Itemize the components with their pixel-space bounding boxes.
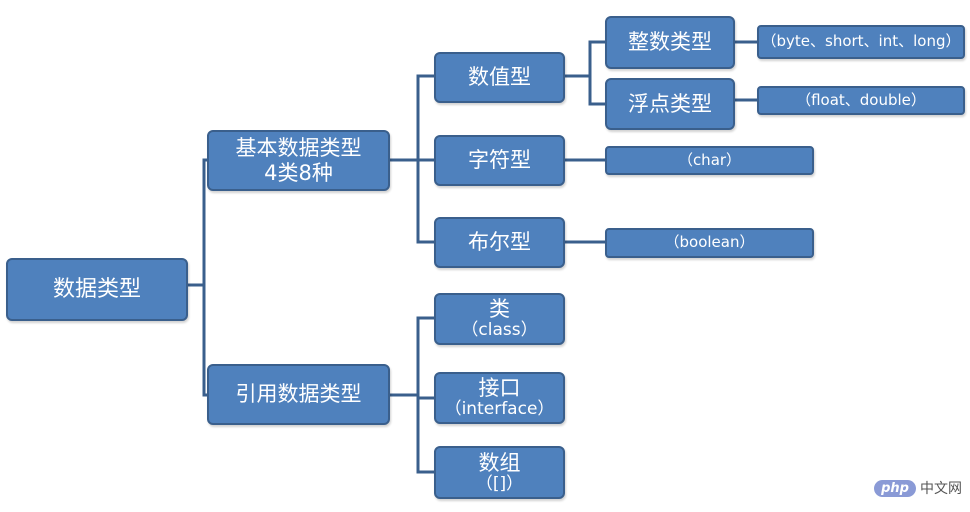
array-node: 数组 （[]）: [434, 446, 565, 499]
class-label: 类: [489, 297, 510, 322]
class-node: 类 （class）: [434, 293, 565, 345]
primitive-types-label: 基本数据类型: [235, 136, 362, 161]
numeric-type-node: 数值型: [434, 52, 565, 103]
watermark-badge: php: [874, 479, 916, 497]
char-type-label: 字符型: [468, 148, 531, 173]
root-label: 数据类型: [52, 276, 141, 302]
numeric-type-label: 数值型: [468, 65, 531, 90]
float-type-node: 浮点类型: [605, 78, 735, 130]
class-keyword: （class）: [461, 320, 538, 341]
boolean-type-label: 布尔型: [468, 230, 531, 255]
boolean-value-box: （boolean）: [605, 228, 814, 258]
integer-type-label: 整数类型: [628, 30, 712, 55]
char-value-text: （char）: [677, 150, 742, 169]
primitive-types-node: 基本数据类型 4类8种: [207, 130, 390, 191]
array-label: 数组: [478, 450, 521, 475]
reference-types-node: 引用数据类型: [207, 364, 390, 425]
reference-types-label: 引用数据类型: [235, 382, 362, 407]
boolean-value-text: （boolean）: [664, 233, 755, 252]
char-value-box: （char）: [605, 146, 814, 175]
watermark: php 中文网: [874, 478, 962, 498]
integer-type-node: 整数类型: [605, 16, 735, 69]
boolean-type-node: 布尔型: [434, 217, 565, 268]
root-node: 数据类型: [6, 258, 188, 321]
float-types-list: （float、double）: [757, 86, 965, 115]
char-type-node: 字符型: [434, 135, 565, 186]
primitive-types-count: 4类8种: [264, 160, 333, 185]
watermark-text: 中文网: [920, 481, 962, 497]
array-keyword: （[]）: [475, 473, 524, 494]
interface-node: 接口 （interface）: [434, 372, 565, 424]
integer-types-list: （byte、short、int、long）: [757, 25, 965, 59]
integer-types-text: （byte、short、int、long）: [761, 32, 961, 51]
float-type-label: 浮点类型: [628, 91, 712, 116]
interface-label: 接口: [478, 376, 521, 401]
interface-keyword: （interface）: [444, 399, 555, 420]
float-types-text: （float、double）: [796, 90, 926, 109]
